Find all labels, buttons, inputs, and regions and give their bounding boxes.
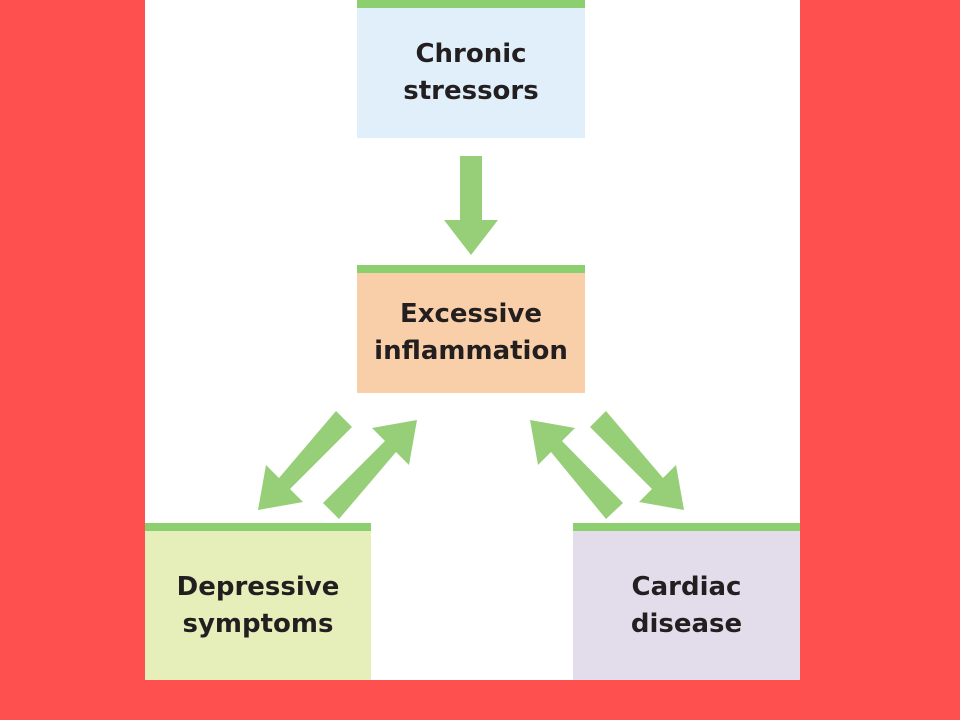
node-inflammation-line2: inflammation [374,336,568,366]
arrow-inflammation-to-depressive [258,411,352,510]
node-cardiac-line1: Cardiac [631,571,742,602]
node-cardiac-line2: disease [630,608,743,639]
arrow-cardiac-to-inflammation [530,420,623,519]
node-chronic-line2: stressors [403,76,539,106]
arrow-depressive-to-inflammation [323,420,417,519]
node-chronic-stressors: Chronic stressors [357,0,585,138]
node-depressive-line2: symptoms [182,608,334,639]
arrow-chronic-to-inflammation [444,156,498,255]
node-cardiac-disease: Cardiac disease [573,523,800,680]
node-excessive-inflammation: Excessive inflammation [357,265,585,393]
node-depressive-line1: Depressive [176,571,340,602]
node-depressive-symptoms: Depressive symptoms [145,523,371,680]
node-chronic-line1: Chronic [415,39,527,69]
arrow-inflammation-to-cardiac [590,411,684,510]
node-inflammation-line1: Excessive [399,299,543,329]
